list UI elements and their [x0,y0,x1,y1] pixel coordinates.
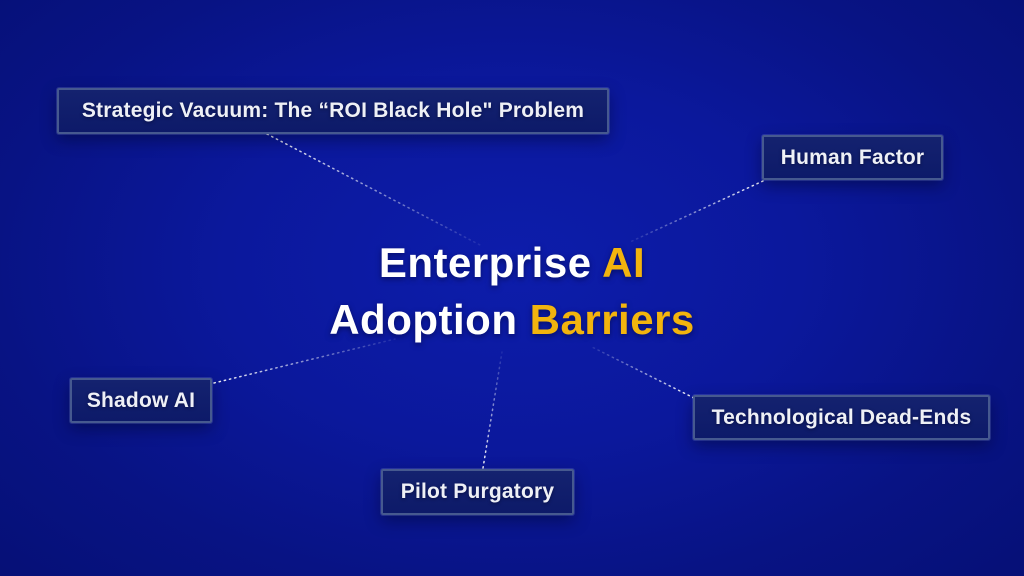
node-shadow-ai[interactable]: Shadow AI [70,378,212,423]
central-topic-line-2: Adoption Barriers [0,291,1024,348]
node-human-factor[interactable]: Human Factor [762,135,943,180]
connector-human-factor [629,180,764,243]
central-topic-text: Adoption [329,296,530,343]
central-topic-accent-text: AI [602,239,646,286]
node-technological-dead-ends[interactable]: Technological Dead-Ends [693,395,990,440]
node-strategic-vacuum[interactable]: Strategic Vacuum: The “ROI Black Hole" P… [57,88,609,134]
central-topic-text: Enterprise [378,239,603,286]
node-pilot-purgatory[interactable]: Pilot Purgatory [381,469,574,515]
connector-strategic-vacuum [266,133,481,246]
central-topic-line-1: Enterprise AI [0,234,1024,291]
central-topic-accent-text: Barriers [529,296,695,343]
connector-pilot-purgatory [482,351,503,469]
connector-technological-dead-ends [589,345,695,399]
central-topic[interactable]: Enterprise AI Adoption Barriers [0,234,1024,348]
